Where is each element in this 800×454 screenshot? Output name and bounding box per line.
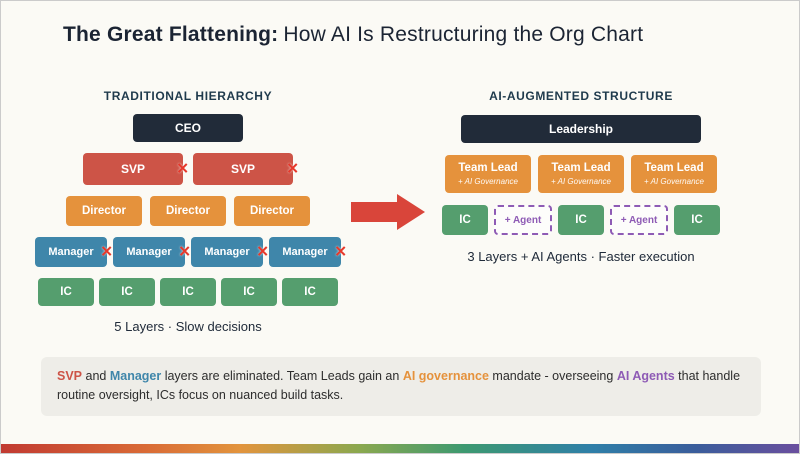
footnote-governance-keyword: AI governance bbox=[402, 369, 489, 383]
ic-agent-row: IC + Agent IC + Agent IC bbox=[442, 205, 720, 235]
director-box: Director bbox=[66, 196, 142, 226]
title-emphasis: The Great Flattening: bbox=[63, 23, 279, 46]
ai-augmented-heading: AI-AUGMENTED STRUCTURE bbox=[489, 89, 673, 103]
footnote-svp-keyword: SVP bbox=[57, 369, 83, 383]
transform-arrow-head-icon bbox=[397, 194, 425, 230]
leadership-box: Leadership bbox=[461, 115, 701, 143]
traditional-hierarchy-heading: TRADITIONAL HIERARCHY bbox=[103, 89, 273, 103]
team-lead-sub-label: + AI Governance bbox=[458, 176, 518, 186]
title-rest: How AI Is Restructuring the Org Chart bbox=[283, 23, 644, 46]
leadership-row: Leadership bbox=[461, 115, 701, 143]
footnote: SVP and Manager layers are eliminated. T… bbox=[41, 357, 761, 416]
footnote-text: layers are eliminated. Team Leads gain a… bbox=[161, 369, 403, 383]
svp-label: SVP bbox=[230, 162, 255, 176]
team-lead-sub-label: + AI Governance bbox=[644, 176, 704, 186]
svp-box: SVP ✕ bbox=[83, 153, 189, 185]
director-row: Director Director Director bbox=[66, 196, 310, 226]
manager-box: Manager ✕ bbox=[113, 237, 191, 267]
footnote-manager-keyword: Manager bbox=[109, 369, 162, 383]
transform-arrow bbox=[351, 202, 397, 222]
footnote-text: that handle routine oversight, ICs focus… bbox=[57, 369, 741, 403]
traditional-hierarchy-panel: TRADITIONAL HIERARCHY CEO SVP ✕ SVP ✕ Di… bbox=[29, 89, 347, 334]
manager-label: Manager bbox=[204, 246, 250, 258]
ic-box: IC bbox=[442, 205, 488, 235]
team-lead-sub-label: + AI Governance bbox=[551, 176, 611, 186]
eliminated-x-icon: ✕ bbox=[178, 243, 191, 261]
eliminated-x-icon: ✕ bbox=[100, 243, 113, 261]
ic-box: IC bbox=[160, 278, 216, 306]
director-box: Director bbox=[234, 196, 310, 226]
manager-box: Manager ✕ bbox=[191, 237, 269, 267]
team-lead-box: Team Lead + AI Governance bbox=[445, 155, 531, 193]
ic-box: IC bbox=[282, 278, 338, 306]
svp-row: SVP ✕ SVP ✕ bbox=[83, 153, 299, 185]
footnote-text: and bbox=[82, 369, 110, 383]
team-lead-label: Team Lead bbox=[458, 161, 518, 174]
agent-box: + Agent bbox=[494, 205, 552, 235]
footnote-text: mandate - overseeing bbox=[488, 369, 617, 383]
team-lead-box: Team Lead + AI Governance bbox=[538, 155, 624, 193]
ceo-box: CEO bbox=[133, 114, 243, 142]
svp-label: SVP bbox=[120, 162, 145, 176]
team-lead-label: Team Lead bbox=[551, 161, 611, 174]
manager-label: Manager bbox=[282, 246, 328, 258]
ic-box: IC bbox=[558, 205, 604, 235]
ic-box: IC bbox=[221, 278, 277, 306]
eliminated-x-icon: ✕ bbox=[286, 160, 299, 178]
eliminated-x-icon: ✕ bbox=[256, 243, 269, 261]
director-box: Director bbox=[150, 196, 226, 226]
ceo-row: CEO bbox=[133, 114, 243, 142]
manager-box: Manager ✕ bbox=[269, 237, 347, 267]
team-lead-label: Team Lead bbox=[644, 161, 704, 174]
ic-box: IC bbox=[674, 205, 720, 235]
eliminated-x-icon: ✕ bbox=[334, 243, 347, 261]
ai-augmented-panel: AI-AUGMENTED STRUCTURE Leadership Team L… bbox=[435, 89, 727, 264]
ai-augmented-caption: 3 Layers + AI Agents · Faster execution bbox=[467, 249, 695, 264]
ic-box: IC bbox=[38, 278, 94, 306]
team-lead-box: Team Lead + AI Governance bbox=[631, 155, 717, 193]
eliminated-x-icon: ✕ bbox=[176, 160, 189, 178]
manager-label: Manager bbox=[126, 246, 172, 258]
team-lead-row: Team Lead + AI Governance Team Lead + AI… bbox=[445, 155, 717, 193]
rainbow-accent-bar bbox=[1, 444, 799, 453]
ic-row: IC IC IC IC IC bbox=[38, 278, 338, 306]
traditional-caption: 5 Layers · Slow decisions bbox=[114, 319, 262, 334]
page-title: The Great Flattening:How AI Is Restructu… bbox=[63, 23, 643, 47]
footnote-agents-keyword: AI Agents bbox=[616, 369, 675, 383]
manager-row: Manager ✕ Manager ✕ Manager ✕ Manager ✕ bbox=[35, 237, 347, 267]
ic-box: IC bbox=[99, 278, 155, 306]
svp-box: SVP ✕ bbox=[193, 153, 299, 185]
manager-label: Manager bbox=[48, 246, 94, 258]
manager-box: Manager ✕ bbox=[35, 237, 113, 267]
agent-box: + Agent bbox=[610, 205, 668, 235]
